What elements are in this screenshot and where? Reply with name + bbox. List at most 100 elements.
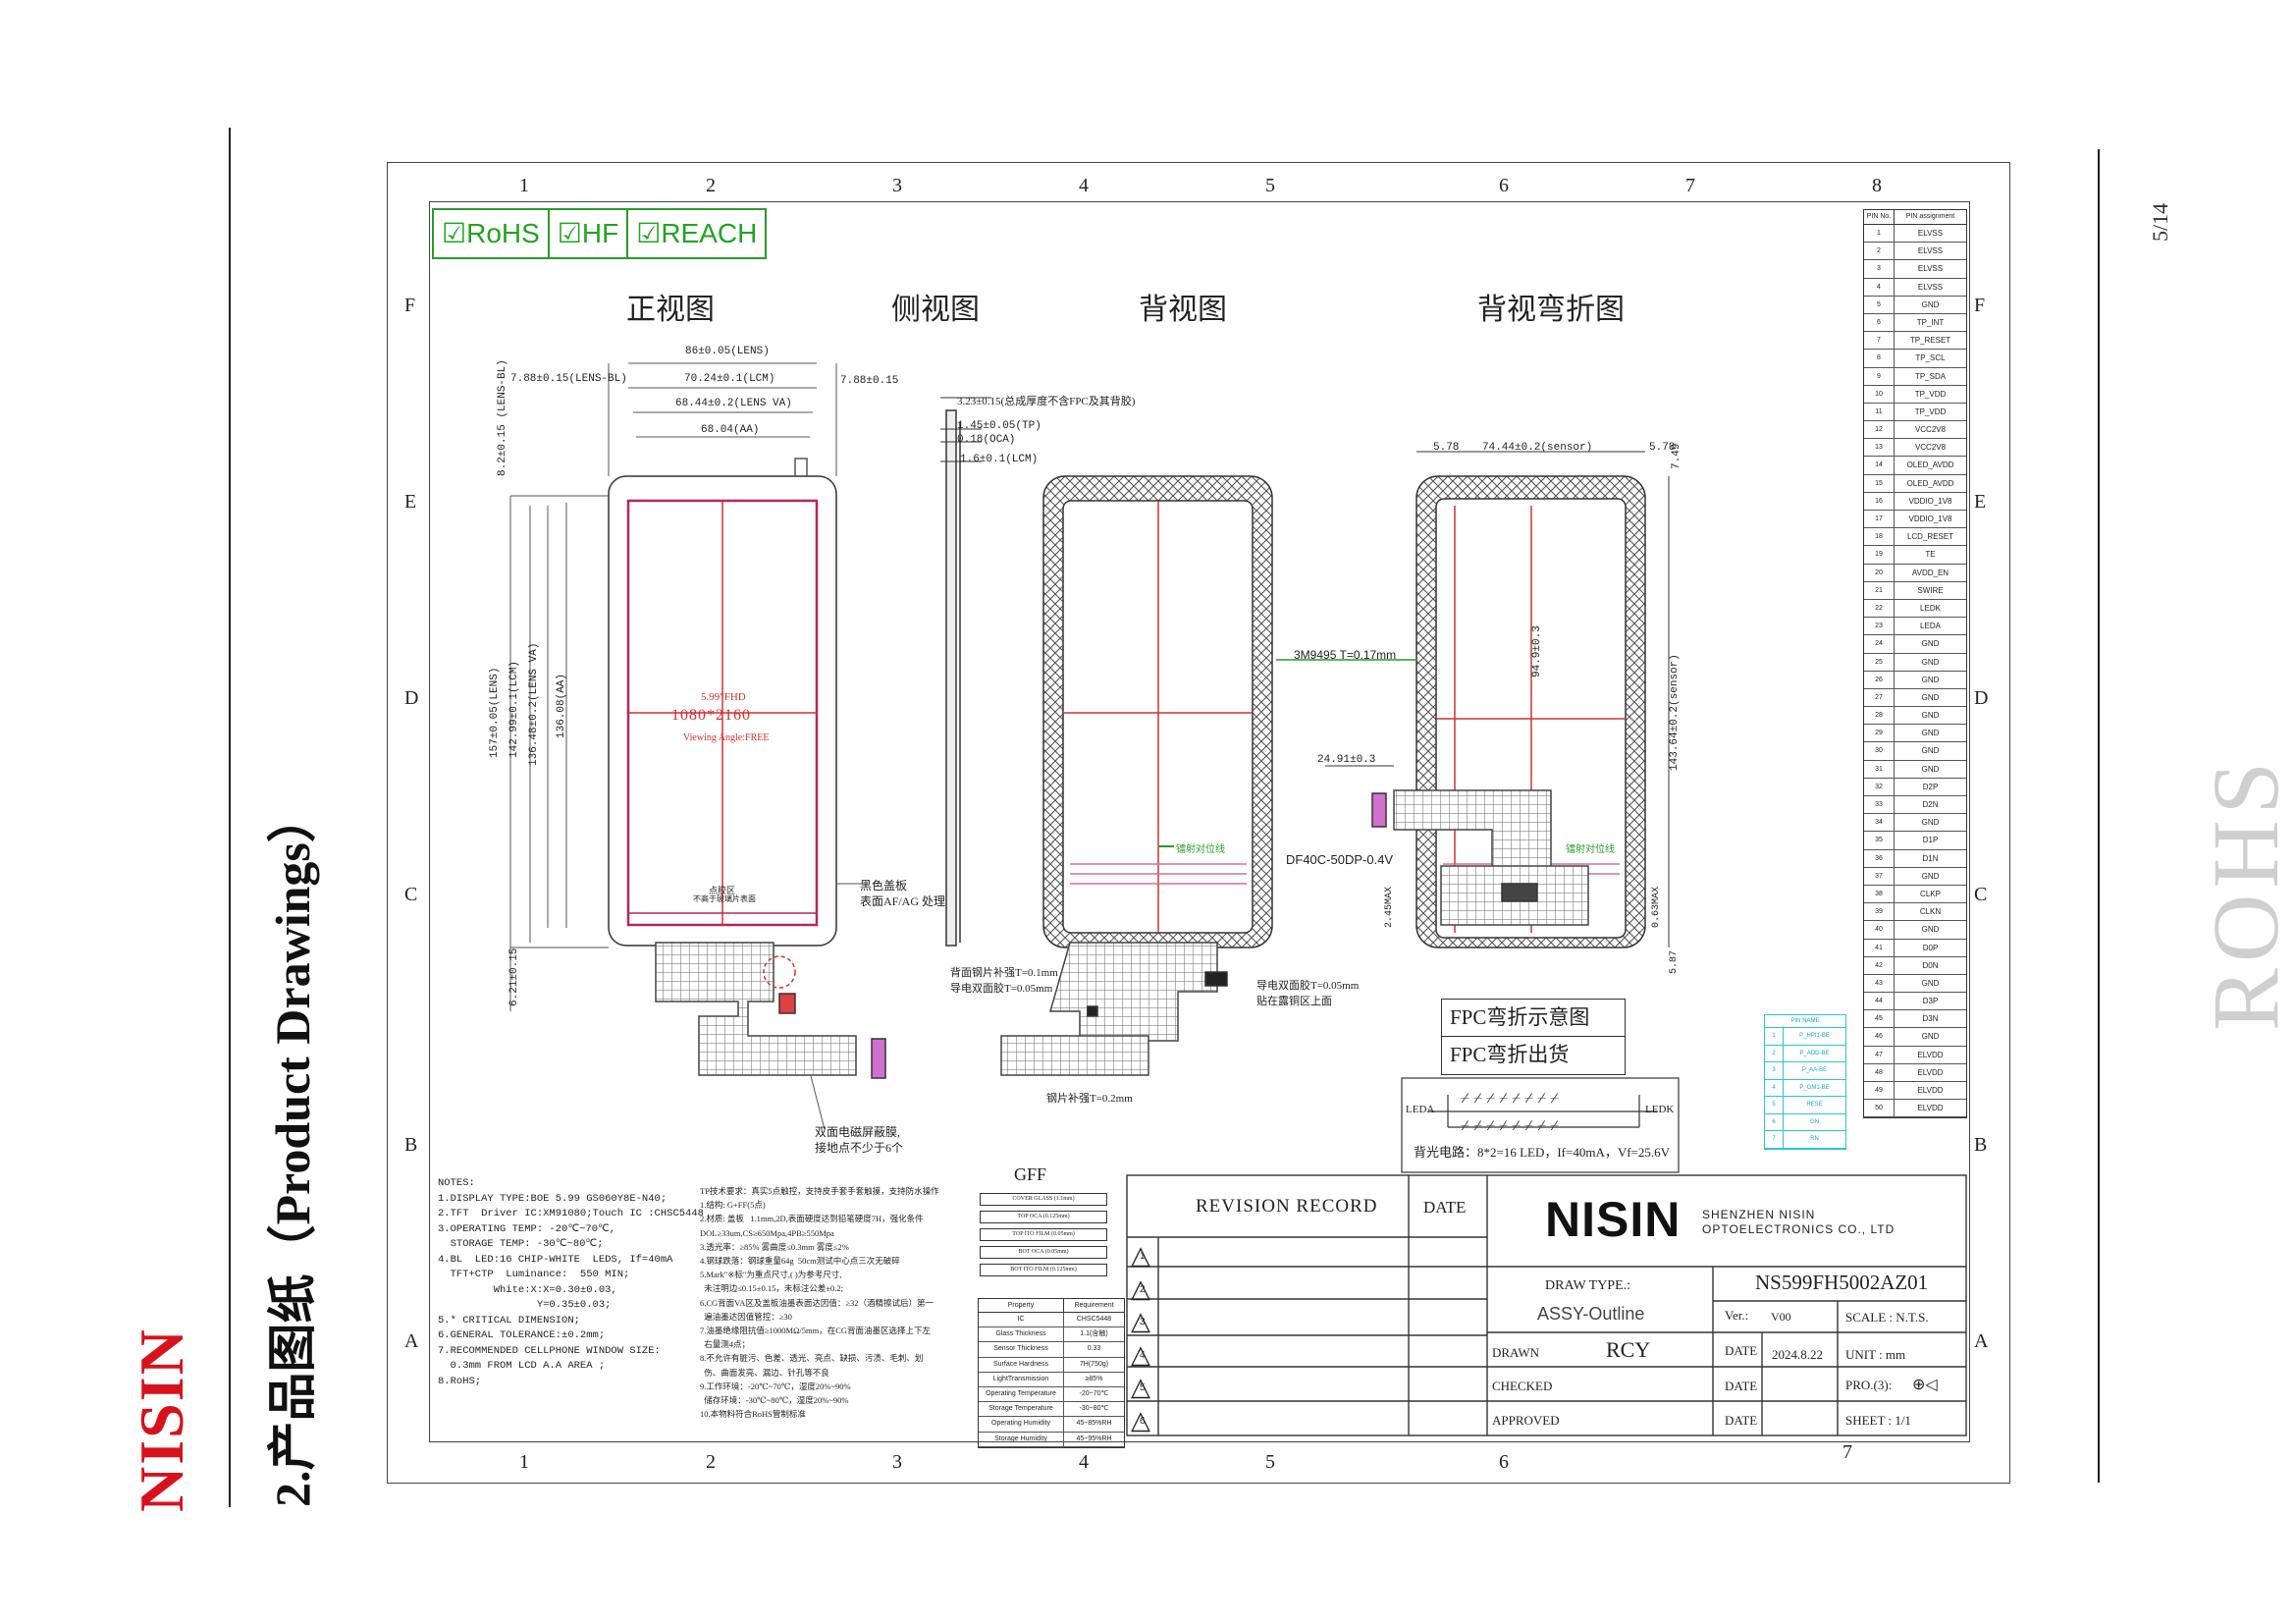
reach-badge: ☑REACH bbox=[636, 218, 758, 248]
dim-aa-height: 136.08(AA) bbox=[556, 673, 567, 738]
gff-prop-value: 45~85%RH bbox=[1076, 1420, 1112, 1428]
pin-number: 3 bbox=[1864, 260, 1895, 278]
revision-number: 4 bbox=[1140, 1349, 1146, 1361]
pin-assignment: CLKP bbox=[1920, 889, 1941, 898]
pin-assignment: ELVDD bbox=[1917, 1086, 1944, 1095]
tp-requirement-line: 2.材质: 盖板 1.1mm,2D,表面硬度达到铅笔硬度7H，强化条件 bbox=[700, 1214, 924, 1224]
pin-number: 29 bbox=[1864, 725, 1895, 742]
pin-number: 22 bbox=[1864, 599, 1895, 618]
pin-assignment: GND bbox=[1921, 871, 1940, 881]
draw-type-value: ASSY-Outline bbox=[1537, 1304, 1645, 1324]
row-label: D bbox=[1974, 687, 1989, 709]
pin-number: 38 bbox=[1864, 885, 1895, 903]
dim-2491: 24.91±0.3 bbox=[1317, 754, 1376, 766]
revision-date-label: DATE bbox=[1423, 1198, 1467, 1217]
gff-layer: COVER GLASS (1.1mm) bbox=[980, 1193, 1107, 1206]
pin-number: 45 bbox=[1864, 1010, 1895, 1028]
col-label: 7 bbox=[1685, 175, 1695, 196]
tp-requirement-line: 储存环境：-30℃~80℃，湿度20%~90% bbox=[700, 1395, 849, 1406]
dim-aa-width: 68.04(AA) bbox=[701, 424, 760, 436]
pin-number: 18 bbox=[1864, 528, 1895, 546]
col-label: 2 bbox=[706, 175, 716, 196]
cyan-row-name: RESE bbox=[1806, 1102, 1823, 1108]
row-label: F bbox=[404, 295, 416, 316]
row-label: E bbox=[1974, 491, 1987, 513]
dim-lens-height: 157±0.05(LENS) bbox=[489, 667, 501, 758]
date-label: DATE bbox=[1725, 1343, 1758, 1358]
conductive-note: 导电双面胶T=0.05mm bbox=[950, 983, 1053, 995]
pin-assignment: D1N bbox=[1922, 853, 1939, 863]
fpc-bend-shipping-label: FPC弯折出货 bbox=[1450, 1043, 1570, 1066]
pin-number: 19 bbox=[1864, 546, 1895, 564]
row-label: E bbox=[404, 491, 417, 513]
cyan-row-name: RN bbox=[1810, 1136, 1819, 1142]
pin-number: 25 bbox=[1864, 653, 1895, 671]
pin-number: 27 bbox=[1864, 688, 1895, 707]
pin-assignment: TP_VDD bbox=[1914, 406, 1947, 416]
pin-assignment: GND bbox=[1921, 818, 1940, 828]
pin-assignment: GND bbox=[1921, 299, 1940, 309]
checked-label: CHECKED bbox=[1492, 1379, 1553, 1393]
right-rule bbox=[2098, 149, 2100, 1483]
revision-triangle: △6 bbox=[1129, 1404, 1158, 1437]
compliance-badges: ☑RoHS ☑HF ☑REACH bbox=[432, 208, 768, 259]
pin-assignment: ELVDD bbox=[1917, 1067, 1944, 1077]
gff-prop-name: Storage Temperature bbox=[979, 1402, 1064, 1417]
col-label: 2 bbox=[706, 1451, 716, 1473]
triangle-icon: △ bbox=[1131, 1372, 1150, 1402]
gff-prop-name: Surface Hardness bbox=[979, 1357, 1064, 1372]
col-label: 5 bbox=[1265, 175, 1275, 196]
pin-number: 12 bbox=[1864, 421, 1895, 439]
pin-assignment: LCD_RESET bbox=[1906, 532, 1954, 542]
col-label: 3 bbox=[892, 1451, 902, 1473]
pin-number: 43 bbox=[1864, 974, 1895, 993]
pin-number: 17 bbox=[1864, 511, 1895, 528]
dim-578a: 5.78 bbox=[1433, 442, 1460, 454]
version-label: Ver.: bbox=[1725, 1308, 1749, 1323]
pin-assignment: D2N bbox=[1922, 800, 1939, 809]
tp-requirement-line: 5.Mark"※标"为重点尺寸,( )为参考尺寸, bbox=[700, 1270, 842, 1280]
ledk-label: LEDK bbox=[1645, 1104, 1675, 1115]
left-rule bbox=[229, 128, 231, 1507]
dim-lcm-height: 142.99±0.1(LCM) bbox=[508, 660, 520, 758]
dim-lcm: 1.6±0.1(LCM) bbox=[960, 454, 1039, 465]
pin-number: 48 bbox=[1864, 1063, 1895, 1081]
pin-assignment: D3P bbox=[1922, 997, 1939, 1006]
pin-number: 21 bbox=[1864, 581, 1895, 599]
cover-note: 表面AF/AG 处理 bbox=[860, 894, 946, 908]
gff-prop-name: Operating Humidity bbox=[979, 1417, 1064, 1432]
version-value: V00 bbox=[1771, 1310, 1791, 1324]
note-line: TFT+CTP Luminance: 550 MIN; bbox=[438, 1269, 630, 1280]
backlight-note: 背光电路：8*2=16 LED，If=40mA，Vf=25.6V bbox=[1414, 1145, 1671, 1160]
pin-assignment: TP_RESET bbox=[1909, 336, 1951, 346]
pin-number: 36 bbox=[1864, 849, 1895, 867]
tp-requirement-line: 7.油墨绝缘阻抗值≥1000MΩ/5mm，在CG背面油墨区选择上下左 bbox=[700, 1326, 932, 1336]
row-label: C bbox=[404, 884, 418, 905]
dim-bottom-bl: 6.21±0.15 bbox=[508, 947, 520, 1006]
tp-requirement-line: 右量测4点； bbox=[700, 1339, 751, 1350]
revision-triangle: △2 bbox=[1129, 1272, 1158, 1306]
unit-label: UNIT : mm bbox=[1845, 1347, 1906, 1362]
pin-table-header: PIN No. PIN assignment bbox=[1864, 210, 1966, 225]
sheet-label: SHEET : 1/1 bbox=[1845, 1413, 1911, 1428]
col-label: 6 bbox=[1499, 1451, 1509, 1473]
gff-prop-name: IC bbox=[979, 1313, 1064, 1327]
tp-requirement-line: 10.本物料符合RoHS管制标准 bbox=[700, 1409, 806, 1420]
tp-requirement-line: DOL≥33um,CS≥650Mpa,4PB≥550Mpa bbox=[700, 1227, 834, 1238]
